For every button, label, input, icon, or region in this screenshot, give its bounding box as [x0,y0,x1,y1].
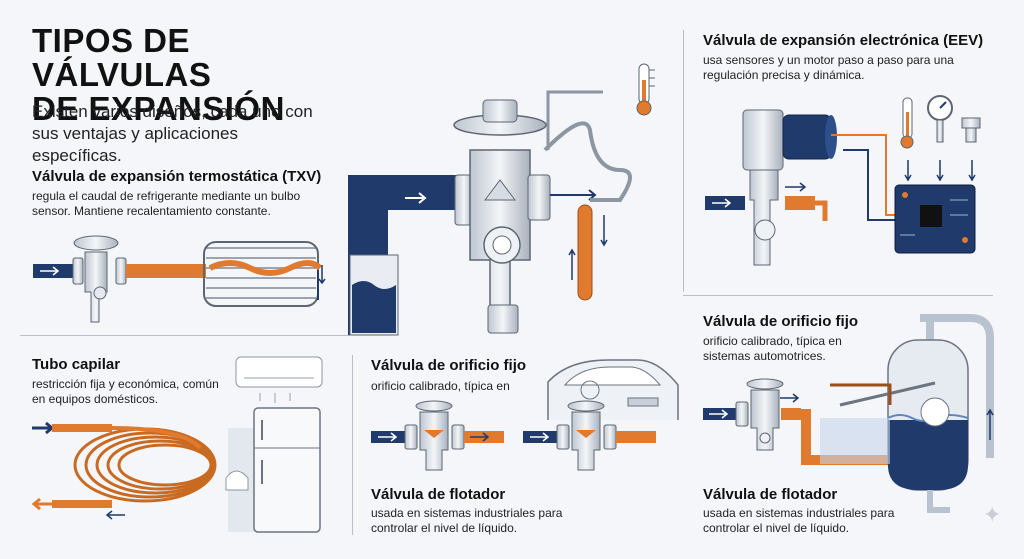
divider-left [20,335,350,336]
orifice-right-description: orificio calibrado, típica en sistemas a… [703,334,842,363]
pressure-gauge-icon [927,95,953,143]
divider-center-vertical [352,355,353,535]
float-tank-diagram [820,314,994,513]
sparkle-icon: ✦ [983,502,1002,527]
txv-diagram [33,235,326,323]
sensor-icon [961,117,981,143]
txv-description: regula el caudal de refrigerante mediant… [32,189,301,218]
orifice-right-heading: Válvula de orificio fijo [703,313,859,330]
float-center-heading: Válvula de flotador [371,486,506,503]
title-line-2: DE EXPANSIÓN [32,90,285,127]
vertical-divider [683,30,684,292]
eev-diagram [705,95,981,266]
orifice-center-heading: Válvula de orificio fijo [371,357,527,374]
ac-unit-icon [235,356,323,403]
eev-heading: Válvula de expansión electrónica (EEV) [703,32,984,49]
float-right-heading: Válvula de flotador [703,486,838,503]
big-txv-illustration [348,63,655,336]
intro-text: Existen varios diseños, cada uno con sus… [32,102,313,165]
float-center-description: usada en sistemas industriales para cont… [371,506,563,535]
capillary-description: restricción fija y económica, común en e… [32,377,219,406]
capillary-heading: Tubo capilar [32,356,121,373]
txv-heading: Válvula de expansión termostática (TXV) [32,168,322,185]
eev-description: usa sensores y un motor paso a paso para… [703,53,954,82]
float-right-description: usada en sistemas industriales para cont… [703,506,895,535]
capillary-tube-diagram [31,421,217,520]
car-icon [547,359,679,420]
thermometer-icon [636,63,655,116]
orifice-center-description: orificio calibrado, típica en [371,379,510,393]
page-title: TIPOS DE VÁLVULAS DE EXPANSIÓN [32,24,362,126]
fridge-icon [253,407,321,533]
divider-right [683,295,993,296]
kettle-icon [225,470,249,491]
orifice-car-diagram [523,400,656,471]
orifice-center-diagram [371,400,504,471]
thermometer-icon [900,97,914,149]
title-line-1: TIPOS DE VÁLVULAS [32,22,212,93]
